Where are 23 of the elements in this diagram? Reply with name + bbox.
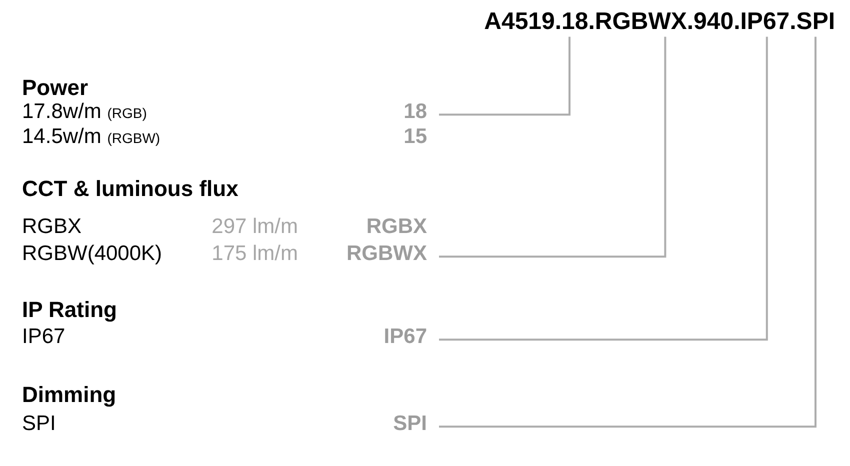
leader-line [439, 36, 816, 428]
code-value: IP67 [384, 324, 427, 350]
option-name: 17.8w/m (RGB) [22, 99, 147, 124]
section-heading: IP Rating [22, 297, 117, 324]
code-value: 15 [404, 124, 427, 150]
option-name: RGBX [22, 214, 82, 240]
leader-line [439, 36, 570, 116]
code-value: RGBX [366, 214, 427, 240]
option-name: IP67 [22, 324, 66, 350]
code-value: 18 [404, 99, 427, 124]
section-heading: Dimming [22, 382, 116, 408]
flux-value: 297 lm/m [212, 214, 298, 240]
option-name: SPI [22, 411, 56, 436]
section-heading: Power [22, 75, 88, 102]
flux-value: 175 lm/m [212, 241, 298, 266]
code-value: SPI [393, 411, 427, 436]
option-name: 14.5w/m (RGBW) [22, 124, 160, 150]
leader-line [439, 36, 666, 258]
code-value: RGBWX [346, 241, 427, 266]
section-heading: CCT & luminous flux [22, 176, 238, 202]
leader-line [439, 36, 768, 341]
product-code: A4519.18.RGBWX.940.IP67.SPI [484, 8, 835, 37]
option-name: RGBW(4000K) [22, 241, 162, 266]
